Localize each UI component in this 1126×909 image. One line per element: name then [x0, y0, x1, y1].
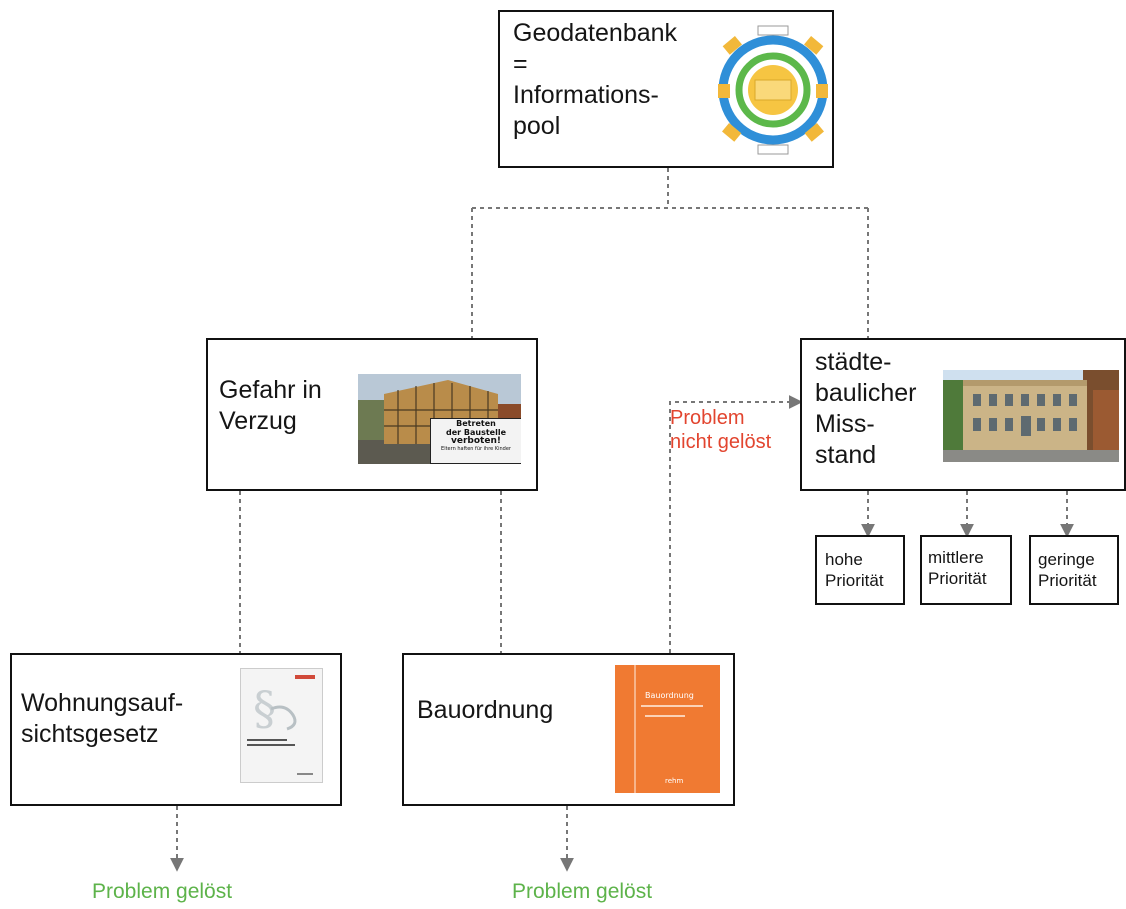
book-spine-line — [634, 665, 636, 793]
node-wohnung-label: Wohnungsauf- sichtsgesetz — [21, 689, 184, 748]
priority-low: geringe Priorität — [1029, 535, 1119, 605]
problem-solved-middle-label: Problem gelöst — [512, 880, 653, 903]
node-geodatenbank-label: Geodatenbank = Informations- pool — [513, 19, 678, 140]
old-building-photo — [943, 370, 1119, 462]
problem-not-solved-label: Problem nicht gelöst — [670, 407, 772, 453]
node-bauordnung-label: Bauordnung — [417, 696, 554, 724]
law-booklet-cover: § — [240, 668, 323, 783]
construction-site-sign: Betreten der Baustelle verboten! Eltern … — [430, 418, 521, 464]
construction-site-photo: Betreten der Baustelle verboten! Eltern … — [358, 374, 521, 464]
book-subtitle-line-2 — [645, 715, 685, 717]
node-staedtebaulicher-missstand: städte- baulicher Miss- stand — [800, 338, 1126, 491]
priority-high-label: hohe Priorität — [825, 550, 884, 590]
node-gefahr-label: Gefahr in Verzug — [219, 376, 322, 435]
bauordnung-book-cover: Bauordnung rehm — [615, 665, 720, 793]
database-ring-icon — [718, 25, 828, 155]
book-publisher: rehm — [665, 777, 684, 785]
problem-solved-left-label: Problem gelöst — [92, 880, 233, 903]
node-gefahr-in-verzug: Gefahr in Verzug Betreten der Baustelle … — [206, 338, 538, 491]
connector-not-solved — [669, 395, 803, 653]
book-subtitle-line — [641, 705, 703, 707]
node-geodatenbank: Geodatenbank = Informations- pool — [498, 10, 834, 168]
node-wohnungsaufsichtsgesetz: Wohnungsauf- sichtsgesetz § — [10, 653, 342, 806]
book-title: Bauordnung — [645, 691, 694, 700]
node-bauordnung: Bauordnung Bauordnung rehm — [402, 653, 735, 806]
svg-text:§: § — [253, 681, 276, 735]
priority-medium-label: mittlere Priorität — [928, 548, 987, 588]
priority-high: hohe Priorität — [815, 535, 905, 605]
priority-low-label: geringe Priorität — [1038, 550, 1097, 590]
node-missstand-label: städte- baulicher Miss- stand — [815, 348, 917, 469]
priority-medium: mittlere Priorität — [920, 535, 1012, 605]
